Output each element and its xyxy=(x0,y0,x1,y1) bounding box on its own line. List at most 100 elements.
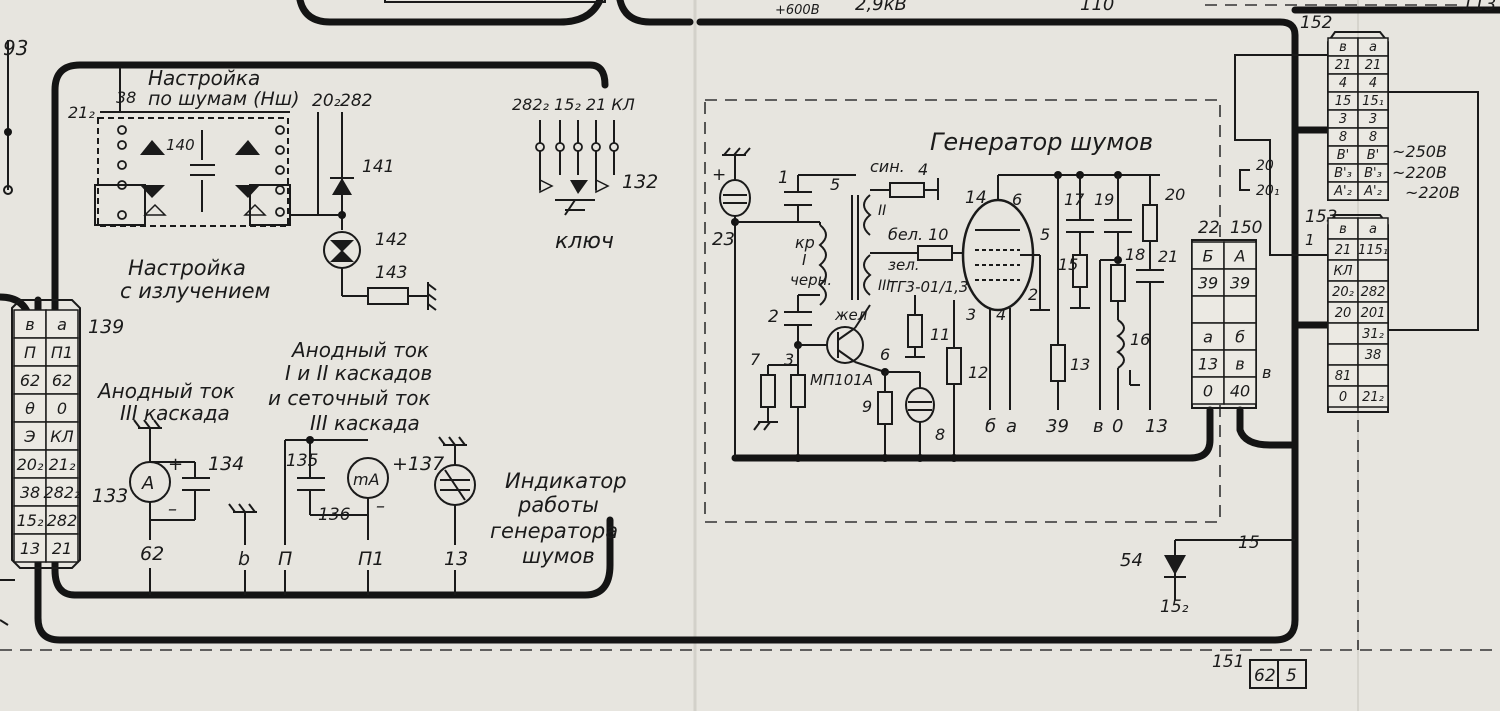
anode-current-12-line3: и сеточный ток xyxy=(268,386,431,410)
pin-label: А xyxy=(1234,246,1246,265)
pin-cell xyxy=(45,477,79,507)
tube-pin-4: 4 xyxy=(996,305,1006,324)
resistor-label-136: 136 xyxy=(318,505,351,525)
diode-label-54: 54 xyxy=(1120,550,1143,571)
indicator-wire-13: 13 xyxy=(444,548,468,570)
pin-label: 81 xyxy=(1335,369,1352,384)
wire-color-chern: черн. xyxy=(790,271,832,289)
resistor-label-18: 18 xyxy=(1125,245,1145,264)
pin-label: 21 xyxy=(52,539,72,558)
pin-label: 0 xyxy=(57,399,67,418)
pin-cell xyxy=(1191,376,1225,405)
pin-21-2: 21₂ xyxy=(68,103,95,122)
pin-label: а xyxy=(1369,222,1377,237)
connector-label-152: 152 xyxy=(1300,13,1332,33)
pin-cell xyxy=(45,505,79,535)
tuning-switch-140: Настройка по шумам (Нш) 21₂ 38 20₂ 282 xyxy=(68,66,372,227)
output-0: 0 xyxy=(1112,416,1123,437)
indicator-caption-3: генератора xyxy=(490,519,618,543)
wire-color-sin: син. xyxy=(870,157,905,176)
pin-cell xyxy=(1327,343,1359,366)
pin-cell xyxy=(1191,295,1225,324)
pin-label: в xyxy=(1339,40,1347,55)
anode-current-3-line1: Анодный ток xyxy=(96,379,235,403)
label-29kv: 2,9кВ xyxy=(855,0,907,15)
tube-pin-5: 5 xyxy=(1040,225,1050,244)
meter-label-133: 133 xyxy=(92,485,128,507)
meter-133-wire-62: 62 xyxy=(140,543,164,565)
pin-cell xyxy=(1357,181,1389,201)
pin-label: 20₂ xyxy=(17,455,44,474)
svg-text:+: + xyxy=(168,454,183,475)
node-label-6: 6 xyxy=(880,345,890,364)
pin-label: 15 xyxy=(1335,94,1352,109)
pin-cell xyxy=(45,337,79,367)
wire-color-kr: кр xyxy=(795,233,815,252)
connector-151: 151 62 5 xyxy=(1212,652,1307,689)
wire-label-20-1: 20₁ xyxy=(1256,183,1279,199)
pin-cell xyxy=(13,533,47,563)
tube-pin-2: 2 xyxy=(1028,285,1038,304)
resistor-label-9: 9 xyxy=(862,397,872,416)
pin-label: 40 xyxy=(1230,381,1250,400)
meter-wire-P1: П1 xyxy=(358,548,384,570)
tuning-noise-title: Настройка xyxy=(148,66,260,90)
pin-label: б xyxy=(1235,327,1245,346)
pin-label: 3 xyxy=(1339,112,1347,127)
pin-cell xyxy=(1357,364,1389,387)
milliammeter-symbol: mA xyxy=(353,470,380,489)
wire-color-zhel: жел xyxy=(834,306,868,324)
connector-151-pin-1: 62 xyxy=(1254,666,1276,686)
noise-generator-circuit: Генератор шумов + 23 1 5 кр I черн. II I… xyxy=(712,128,1185,462)
svg-text:+: + xyxy=(712,165,726,185)
switch-label-140: 140 xyxy=(166,136,195,154)
pin-cell xyxy=(13,337,47,367)
tube-type-tg3: ТГ3-01/1,3 xyxy=(888,278,968,296)
switch-contacts xyxy=(117,125,285,220)
lamp-label-142: 142 xyxy=(375,230,407,250)
pin-label: 21 xyxy=(1365,58,1382,73)
pin-cell xyxy=(1223,295,1257,324)
anode-current-12-line2: I и II каскадов xyxy=(285,361,432,385)
label-600v: +600В xyxy=(775,3,820,18)
ammeter-133-symbol: А xyxy=(141,473,154,494)
connector-153-index: 1 xyxy=(1305,231,1315,249)
pin-cell xyxy=(13,365,47,395)
resistor-label-143: 143 xyxy=(375,263,407,283)
pin-label: а xyxy=(1203,327,1213,346)
key-label-132: 132 xyxy=(622,171,658,193)
wire-label-110: 110 xyxy=(1080,0,1114,15)
winding-III: III xyxy=(878,278,890,294)
pin-cell xyxy=(1191,349,1225,378)
pin-label: В'₃ xyxy=(1364,166,1382,181)
pin-label: 4 xyxy=(1369,76,1377,91)
capacitor-label-134: 134 xyxy=(208,453,244,475)
svg-text:–: – xyxy=(376,496,385,517)
svg-text:–: – xyxy=(168,499,177,520)
resistor-label-13: 13 xyxy=(1070,355,1090,374)
pin-label: А'₂ xyxy=(1333,184,1352,199)
pin-label: а xyxy=(57,315,67,334)
lamp-8 xyxy=(905,387,935,423)
pin-label: Б xyxy=(1203,246,1214,265)
pin-cell xyxy=(45,309,79,339)
pin-label: 39 xyxy=(1230,273,1250,292)
diode-54: 54 15₂ 15 xyxy=(1120,533,1295,617)
wire-label-93: 93 xyxy=(3,36,28,60)
pin-label: в xyxy=(1339,222,1347,237)
pin-label: θ xyxy=(25,399,35,418)
connector-label-139: 139 xyxy=(88,316,124,338)
output-39: 39 xyxy=(1046,416,1069,437)
dashed-frames xyxy=(0,4,1500,651)
pin-label: 0 xyxy=(1203,381,1213,400)
anode-current-12-line1: Анодный ток xyxy=(290,338,429,362)
pin-label: 0 xyxy=(1339,390,1347,405)
resistor-label-12: 12 xyxy=(968,363,988,382)
tube-pin-3: 3 xyxy=(966,305,976,324)
pin-label: 282 xyxy=(1361,285,1386,300)
